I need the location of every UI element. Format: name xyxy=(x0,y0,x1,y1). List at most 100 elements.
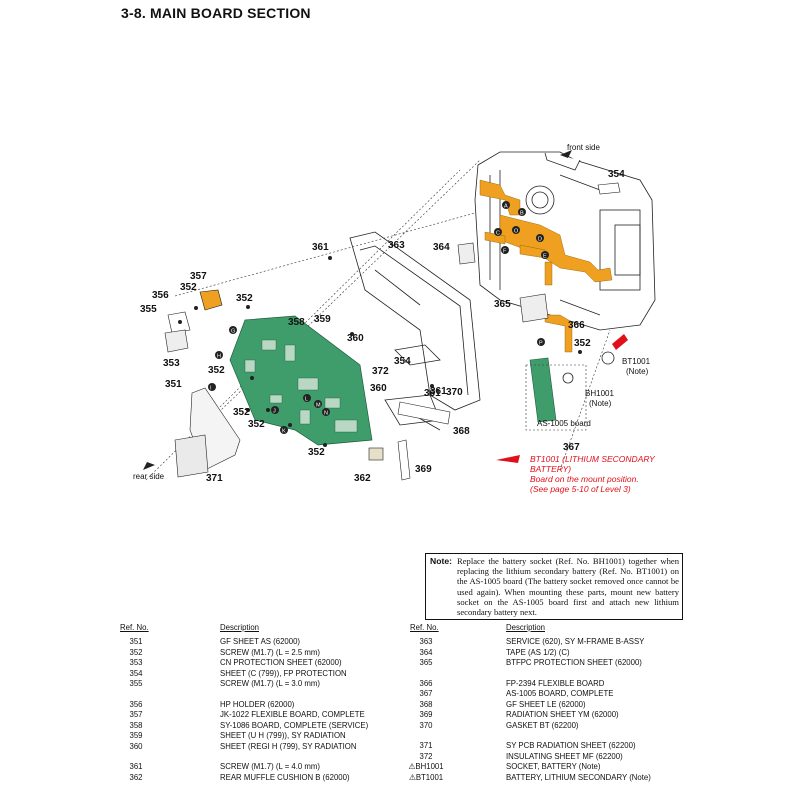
callout-352: 352 xyxy=(574,338,591,349)
part-description: SY PCB RADIATION SHEET (62200) xyxy=(506,741,636,750)
callout-360: 360 xyxy=(347,333,364,344)
part-description: FP-2394 FLEXIBLE BOARD xyxy=(506,678,605,688)
callout-361: 361 xyxy=(430,386,447,397)
sy-1086-board xyxy=(229,315,373,446)
red-note-line-2: BATTERY) xyxy=(530,464,571,474)
letter-mark-text: B xyxy=(520,211,524,217)
camera-frame xyxy=(474,151,656,331)
callout-355: 355 xyxy=(140,304,157,315)
part-description: SHEET (REGI H (799), SY RADIATION xyxy=(220,741,357,751)
callout-369: 369 xyxy=(415,464,432,475)
callout-372: 372 xyxy=(372,366,389,377)
ref-no: 359 xyxy=(129,731,143,740)
part-description: GF SHEET AS (62000) xyxy=(220,637,301,646)
callout-357: 357 xyxy=(190,271,207,282)
red-note-line-4: (See page 5-10 of Level 3) xyxy=(530,484,631,494)
callout-356: 356 xyxy=(152,290,169,301)
ref-no: 356 xyxy=(129,699,143,709)
letter-mark-C xyxy=(494,228,502,236)
part-description: SCREW (M1.7) (L = 2.5 mm) xyxy=(220,647,321,657)
flex-cable-orange xyxy=(479,179,613,353)
ref-no: 353 xyxy=(129,658,143,667)
part-description: BTFPC PROTECTION SHEET (62000) xyxy=(506,658,642,667)
letter-mark-text: D xyxy=(538,237,542,243)
letter-mark-E xyxy=(541,251,549,259)
part-description: JK-1022 FLEXIBLE BOARD, COMPLETE xyxy=(220,710,365,719)
ref-no: 365 xyxy=(419,658,433,667)
letter-mark-text: O xyxy=(514,229,519,235)
as-1005-board xyxy=(525,334,628,431)
callout-364: 364 xyxy=(433,242,450,253)
callout-365: 365 xyxy=(494,299,511,310)
ref-no: 351 xyxy=(129,637,143,646)
letter-mark-text: M xyxy=(316,403,321,409)
letter-mark-P xyxy=(537,338,545,346)
letter-mark-text: I xyxy=(210,386,212,392)
part-description: CN PROTECTION SHEET (62000) xyxy=(220,658,342,667)
front-side-label: front side xyxy=(567,143,600,152)
letter-mark-K xyxy=(280,426,288,434)
part-description: GF SHEET LE (62000) xyxy=(506,699,586,709)
screws xyxy=(178,256,582,447)
part-description: GASKET BT (62200) xyxy=(506,720,579,730)
letter-mark-N xyxy=(322,408,330,416)
part-description: TAPE (AS 1/2) (C) xyxy=(506,647,570,657)
part-description: SERVICE (620), SY M-FRAME B-ASSY xyxy=(506,637,645,646)
desc-header-left: Description xyxy=(220,623,259,632)
direction-arrows xyxy=(143,150,572,470)
letter-mark-A xyxy=(502,201,510,209)
note-body: Replace the battery socket (Ref. No. BH1… xyxy=(457,556,679,618)
callout-354: 354 xyxy=(608,169,625,180)
note-box: Note: Replace the battery socket (Ref. N… xyxy=(425,553,683,620)
letter-mark-text: E xyxy=(543,254,547,260)
ref-no: 354 xyxy=(129,668,143,678)
letter-mark-text: H xyxy=(217,354,221,360)
ref-no: 361 xyxy=(129,762,143,771)
ref-no: ⚠BT1001 xyxy=(408,772,444,782)
part-description: REAR MUFFLE CUSHION B (62000) xyxy=(220,772,350,782)
letter-mark-L xyxy=(303,394,311,402)
ref-no: 370 xyxy=(419,720,433,730)
rear-arrow-icon xyxy=(143,462,155,470)
letter-mark-text: N xyxy=(324,411,328,417)
ref-no: 360 xyxy=(129,741,143,751)
ref-no: 362 xyxy=(129,772,143,782)
note-head: Note: xyxy=(430,556,452,566)
rear-side-label: rear side xyxy=(133,472,165,481)
red-pointer-icon xyxy=(496,455,520,463)
letter-mark-text: G xyxy=(231,329,235,335)
part-description: SHEET (C (799)), FP PROTECTION xyxy=(220,668,347,678)
ref-no: 358 xyxy=(129,720,143,730)
callout-368: 368 xyxy=(453,426,470,437)
part-description: SHEET (U H (799)), SY RADIATION xyxy=(220,731,346,740)
jack-parts xyxy=(164,289,223,353)
misc-parts xyxy=(368,401,451,481)
bh1001-note: (Note) xyxy=(589,399,612,408)
callout-366: 366 xyxy=(568,320,585,331)
part-description: INSULATING SHEET MF (62200) xyxy=(506,751,623,761)
ref-no: 372 xyxy=(419,751,433,761)
page-title: 3-8. MAIN BOARD SECTION xyxy=(121,5,311,21)
callout-352: 352 xyxy=(236,293,253,304)
callout-371: 371 xyxy=(206,473,223,484)
part-description: HP HOLDER (62000) xyxy=(220,699,295,709)
callout-362: 362 xyxy=(354,473,371,484)
ref-no: 363 xyxy=(419,637,433,646)
m-frame xyxy=(349,231,481,431)
bh1001-label: BH1001 xyxy=(585,389,614,398)
callout-361: 361 xyxy=(424,388,441,399)
callout-359: 359 xyxy=(314,314,331,325)
part-description: SCREW (M1.7) (L = 3.0 mm) xyxy=(220,679,321,688)
letter-mark-M xyxy=(314,400,322,408)
ref-no: ⚠BH1001 xyxy=(408,762,444,771)
bt1001-note: (Note) xyxy=(626,367,649,376)
ref-header-left: Ref. No. xyxy=(120,623,149,632)
letter-mark-B xyxy=(518,208,526,216)
ref-no: 352 xyxy=(129,647,143,657)
callout-352: 352 xyxy=(308,447,325,458)
letter-mark-D xyxy=(536,234,544,242)
red-note-line-3: Board on the mount position. xyxy=(530,474,639,484)
callout-363: 363 xyxy=(388,240,405,251)
